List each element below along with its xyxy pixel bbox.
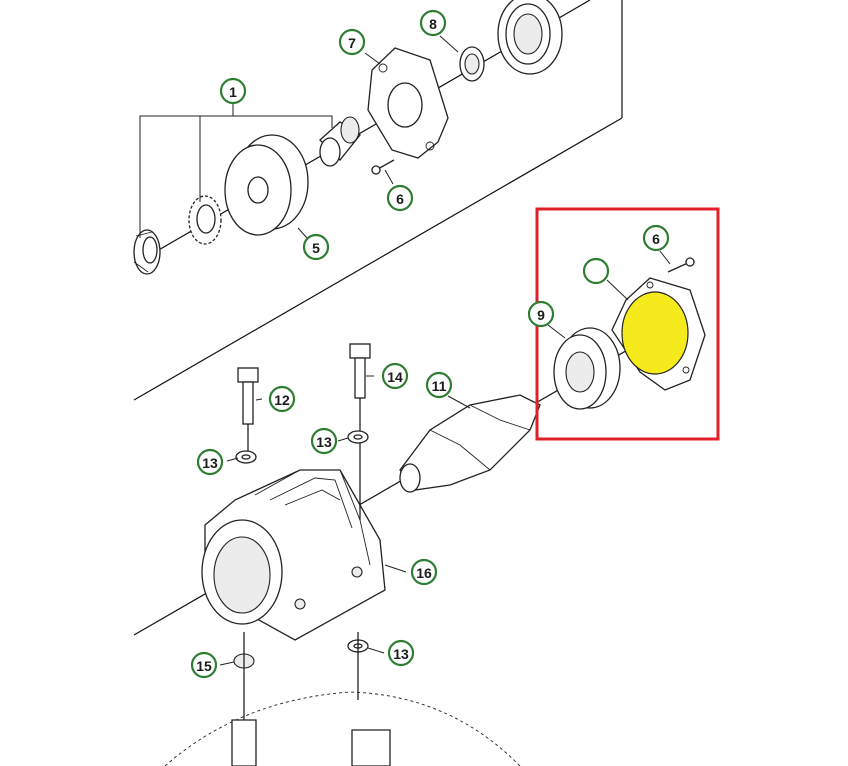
- part-5-pulley: [224, 134, 309, 236]
- callout-circle: [386, 184, 414, 212]
- callout-label: 5: [312, 240, 320, 256]
- callout-5: 5: [302, 233, 330, 261]
- part-16-housing: [201, 469, 386, 641]
- callout-label: 8: [429, 16, 437, 32]
- part-6-screw-upper: [371, 159, 395, 175]
- callout-circle: [425, 371, 453, 399]
- callout-label: 9: [537, 307, 545, 323]
- callout-13: 13: [310, 427, 338, 455]
- lower-leaders: [219, 250, 671, 666]
- callout-label: 15: [196, 658, 212, 674]
- part-11-shaft: [399, 394, 541, 493]
- callout-circle: [310, 427, 338, 455]
- callout-circle: [219, 77, 247, 105]
- callout-label: 13: [202, 455, 218, 471]
- upper-panel-border: [133, 0, 623, 401]
- callout-circle: [381, 362, 409, 390]
- callout-label: 14: [387, 369, 403, 385]
- part-10-highlight-fill: [621, 291, 689, 375]
- callout-6: 6: [386, 184, 414, 212]
- callout-1: 1: [219, 77, 247, 105]
- part-12-bolt: [237, 367, 259, 460]
- callout-circle: [387, 639, 415, 667]
- callout-13: 13: [387, 639, 415, 667]
- callout-8: 8: [419, 9, 447, 37]
- part-1-tab-washer: [188, 195, 222, 245]
- base-frame: [164, 691, 521, 766]
- callout-15: 15: [190, 651, 218, 679]
- callout-circle: [410, 558, 438, 586]
- callout-circle: [582, 257, 610, 285]
- callout-label: 1: [229, 84, 237, 100]
- callout-label: 6: [396, 191, 404, 207]
- callout-label: 10: [588, 264, 604, 280]
- part-1-lock-nut: [133, 229, 161, 275]
- washers: [233, 430, 369, 720]
- callout-circle: [302, 233, 330, 261]
- callout-16: 16: [410, 558, 438, 586]
- callout-label: 13: [393, 646, 409, 662]
- part-7-flange: [367, 47, 449, 159]
- part-8-seal: [459, 46, 485, 82]
- callout-label: 7: [348, 35, 356, 51]
- part-6-screw-lower: [667, 257, 695, 273]
- callout-10: 10: [582, 257, 610, 285]
- callout-6: 6: [642, 224, 670, 252]
- callout-label: 12: [274, 392, 290, 408]
- callout-12: 12: [268, 385, 296, 413]
- callout-circle: [268, 385, 296, 413]
- upper-leaders: [139, 35, 459, 239]
- callout-label: 16: [416, 565, 432, 581]
- part-1-sleeve: [319, 116, 361, 167]
- upper-bearing: [497, 0, 563, 75]
- callout-circle: [527, 300, 555, 328]
- callout-7: 7: [338, 28, 366, 56]
- callout-label: 6: [652, 231, 660, 247]
- callout-9: 9: [527, 300, 555, 328]
- callout-label: 13: [316, 434, 332, 450]
- callout-label: 11: [432, 378, 447, 394]
- callout-14: 14: [381, 362, 409, 390]
- callout-circle: [419, 9, 447, 37]
- callout-circle: [642, 224, 670, 252]
- callout-11: 11: [425, 371, 453, 399]
- part-10-cover-plate: [611, 277, 706, 391]
- callout-circle: [190, 651, 218, 679]
- callout-circle: [338, 28, 366, 56]
- callout-13: 13: [196, 448, 224, 476]
- part-14-bolt: [349, 343, 371, 520]
- part-9-bearing: [553, 327, 621, 410]
- callout-circle: [196, 448, 224, 476]
